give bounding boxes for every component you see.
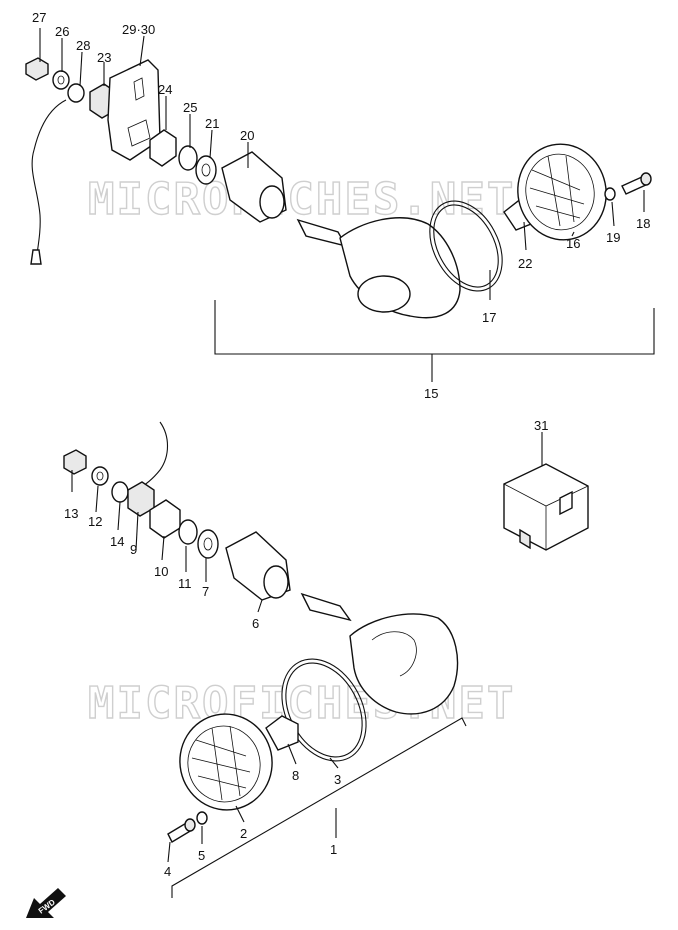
callout-5: 5 [198, 848, 205, 863]
lock-washer-21 [195, 155, 217, 185]
group-bracket-1 [171, 717, 467, 898]
callout-20: 20 [240, 128, 254, 143]
wire-connector-top [30, 249, 42, 265]
watermark-top: MICROFICHES.NET [88, 174, 515, 225]
relay-31 [503, 432, 589, 551]
callout-26: 26 [55, 24, 69, 39]
callout-10: 10 [154, 564, 168, 579]
bulb-8 [265, 715, 299, 751]
washer-12 [91, 466, 109, 486]
stem-bolt-bottom [300, 592, 352, 622]
callout-25: 25 [183, 100, 197, 115]
callout-23: 23 [97, 50, 111, 65]
callout-16: 16 [566, 236, 580, 251]
callout-8: 8 [292, 768, 299, 783]
lens-2 [179, 713, 273, 811]
grommet-14 [111, 481, 129, 503]
washer-19 [604, 187, 616, 201]
callout-24: 24 [158, 82, 172, 97]
top-turn-signal-assembly [25, 57, 652, 319]
callout-19: 19 [606, 230, 620, 245]
wire-top [31, 99, 67, 263]
wire-bottom [135, 421, 169, 491]
fwd-arrow-badge: FWD [26, 888, 66, 918]
callout-27: 27 [32, 10, 46, 25]
gasket-17 [429, 200, 503, 292]
grommet-28 [67, 83, 85, 103]
lens-16 [517, 143, 607, 241]
housing-nose [357, 275, 411, 313]
callout-numbers: 27 26 28 23 29·30 24 25 21 20 17 22 16 1… [32, 10, 650, 879]
group-bracket-15 [214, 300, 655, 355]
callout-21: 21 [205, 116, 219, 131]
callout-13: 13 [64, 506, 78, 521]
washer-5 [196, 811, 208, 825]
nut-27 [25, 57, 49, 81]
callout-15: 15 [424, 386, 438, 401]
callout-9: 9 [130, 542, 137, 557]
washer-26 [52, 70, 70, 90]
callout-29-30: 29·30 [122, 22, 155, 37]
callout-12: 12 [88, 514, 102, 529]
callout-11: 11 [178, 576, 192, 591]
nut-13 [63, 449, 87, 475]
washer-11 [178, 519, 198, 545]
callout-28: 28 [76, 38, 90, 53]
callout-7: 7 [202, 584, 209, 599]
callout-22: 22 [518, 256, 532, 271]
callout-2: 2 [240, 826, 247, 841]
callout-31: 31 [534, 418, 548, 433]
bracket-29-30 [107, 59, 161, 161]
callout-18: 18 [636, 216, 650, 231]
callout-4: 4 [164, 864, 171, 879]
housing-bottom [349, 613, 459, 715]
callout-3: 3 [334, 772, 341, 787]
callout-6: 6 [252, 616, 259, 631]
spacer-24 [149, 129, 177, 167]
leader-lines [39, 28, 645, 863]
callout-17: 17 [482, 310, 496, 325]
washer-25 [178, 145, 198, 171]
lock-washer-7 [197, 529, 219, 559]
callout-1: 1 [330, 842, 337, 857]
bottom-turn-signal-assembly [63, 421, 459, 843]
callout-14: 14 [110, 534, 124, 549]
